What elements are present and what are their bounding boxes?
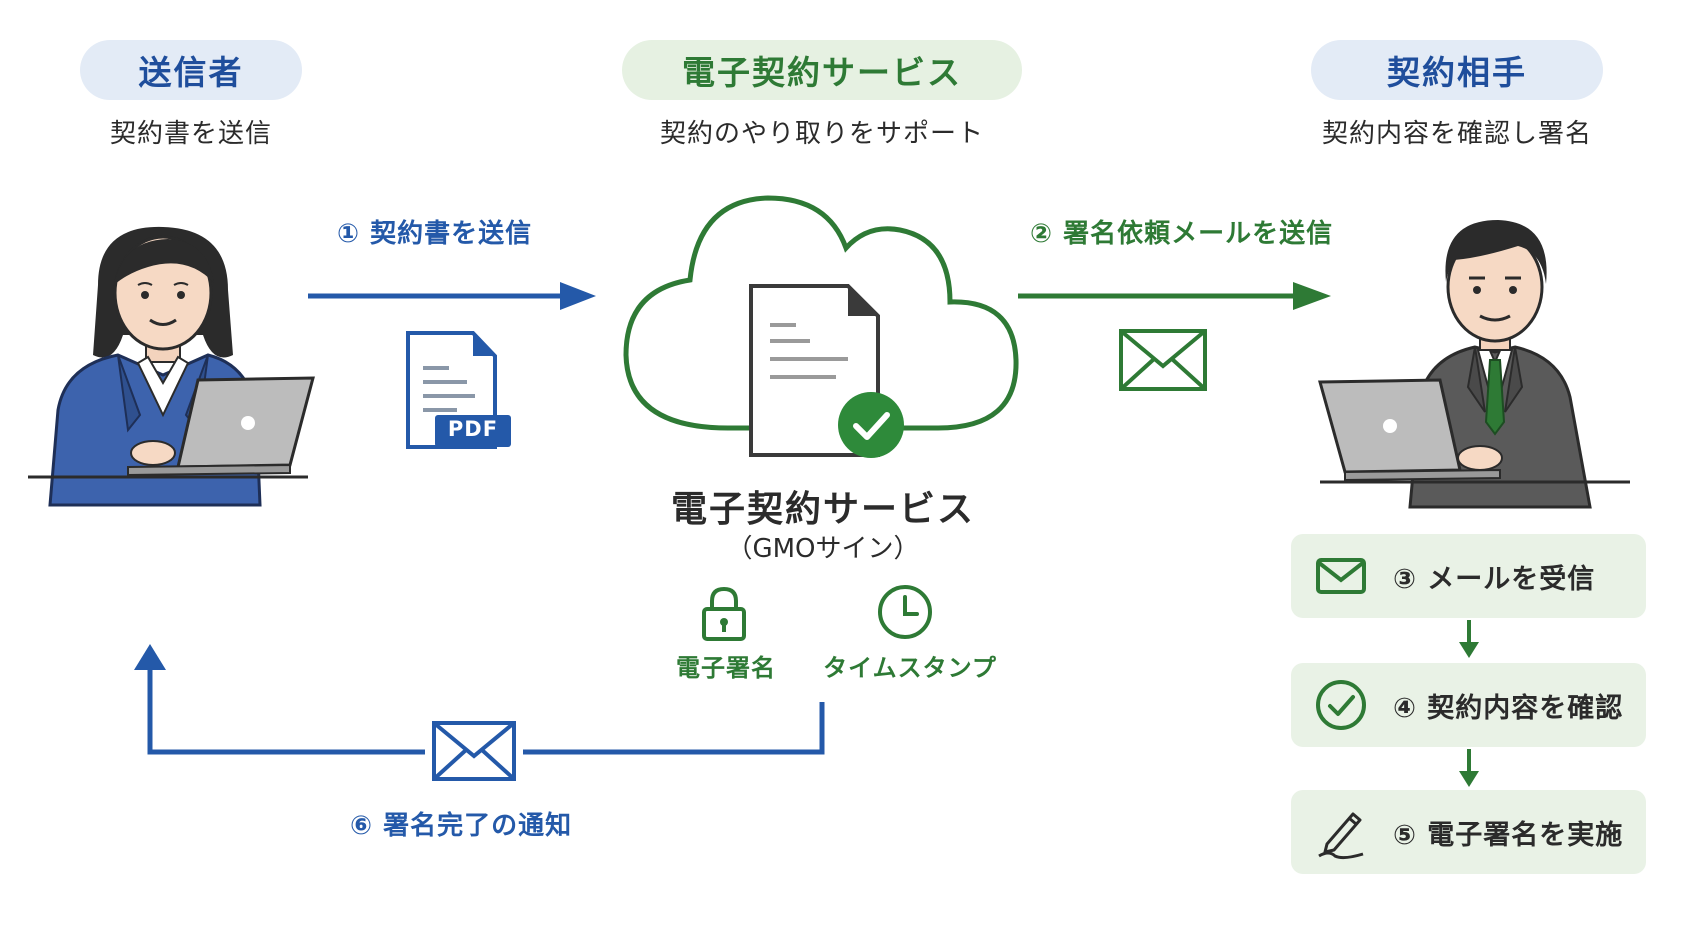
pen-icon [1313,804,1369,860]
feature-timestamp: タイムスタンプ [823,654,997,682]
envelope-icon [1118,328,1208,392]
sender-title: 送信者 [80,40,302,100]
service-name: 電子契約サービス [670,489,975,530]
flow-step2-label: ② 署名依頼メールを送信 [1030,219,1334,249]
service-title: 電子契約サービス [622,40,1022,100]
feature-digital-signature: 電子署名 [676,654,776,682]
sender-person-illustration [28,215,348,515]
recipient-title: 契約相手 [1311,40,1603,100]
clock-icon [876,583,934,641]
recipient-subtitle: 契約内容を確認し署名 [1321,119,1592,149]
lock-icon [700,585,748,643]
envelope-icon [1313,548,1369,604]
check-badge-icon [836,390,906,460]
flow-step6-label: ⑥ 署名完了の通知 [350,811,573,841]
request-arrow [1018,282,1331,310]
send-arrow [308,282,596,310]
envelope-icon [425,720,523,782]
check-circle-icon [1313,677,1369,733]
step-review-contract-label: ④ 契約内容を確認 [1393,692,1624,724]
pdf-badge-label: PDF [447,417,499,441]
service-product: （GMOサイン） [726,534,920,564]
step-receive-mail-label: ③ メールを受信 [1393,563,1596,595]
sender-subtitle: 契約書を送信 [109,119,272,149]
pdf-document-icon: PDF [405,330,515,450]
recipient-person-illustration [1290,212,1640,512]
step-sign: ⑤ 電子署名を実施 [1291,790,1646,874]
step-receive-mail: ③ メールを受信 [1291,534,1646,618]
service-subtitle: 契約のやり取りをサポート [659,119,984,149]
step-arrow-down [1459,620,1479,658]
flow-step1-label: ① 契約書を送信 [337,219,533,249]
step-arrow-down [1459,749,1479,787]
step-sign-label: ⑤ 電子署名を実施 [1393,819,1624,851]
step-review-contract: ④ 契約内容を確認 [1291,663,1646,747]
